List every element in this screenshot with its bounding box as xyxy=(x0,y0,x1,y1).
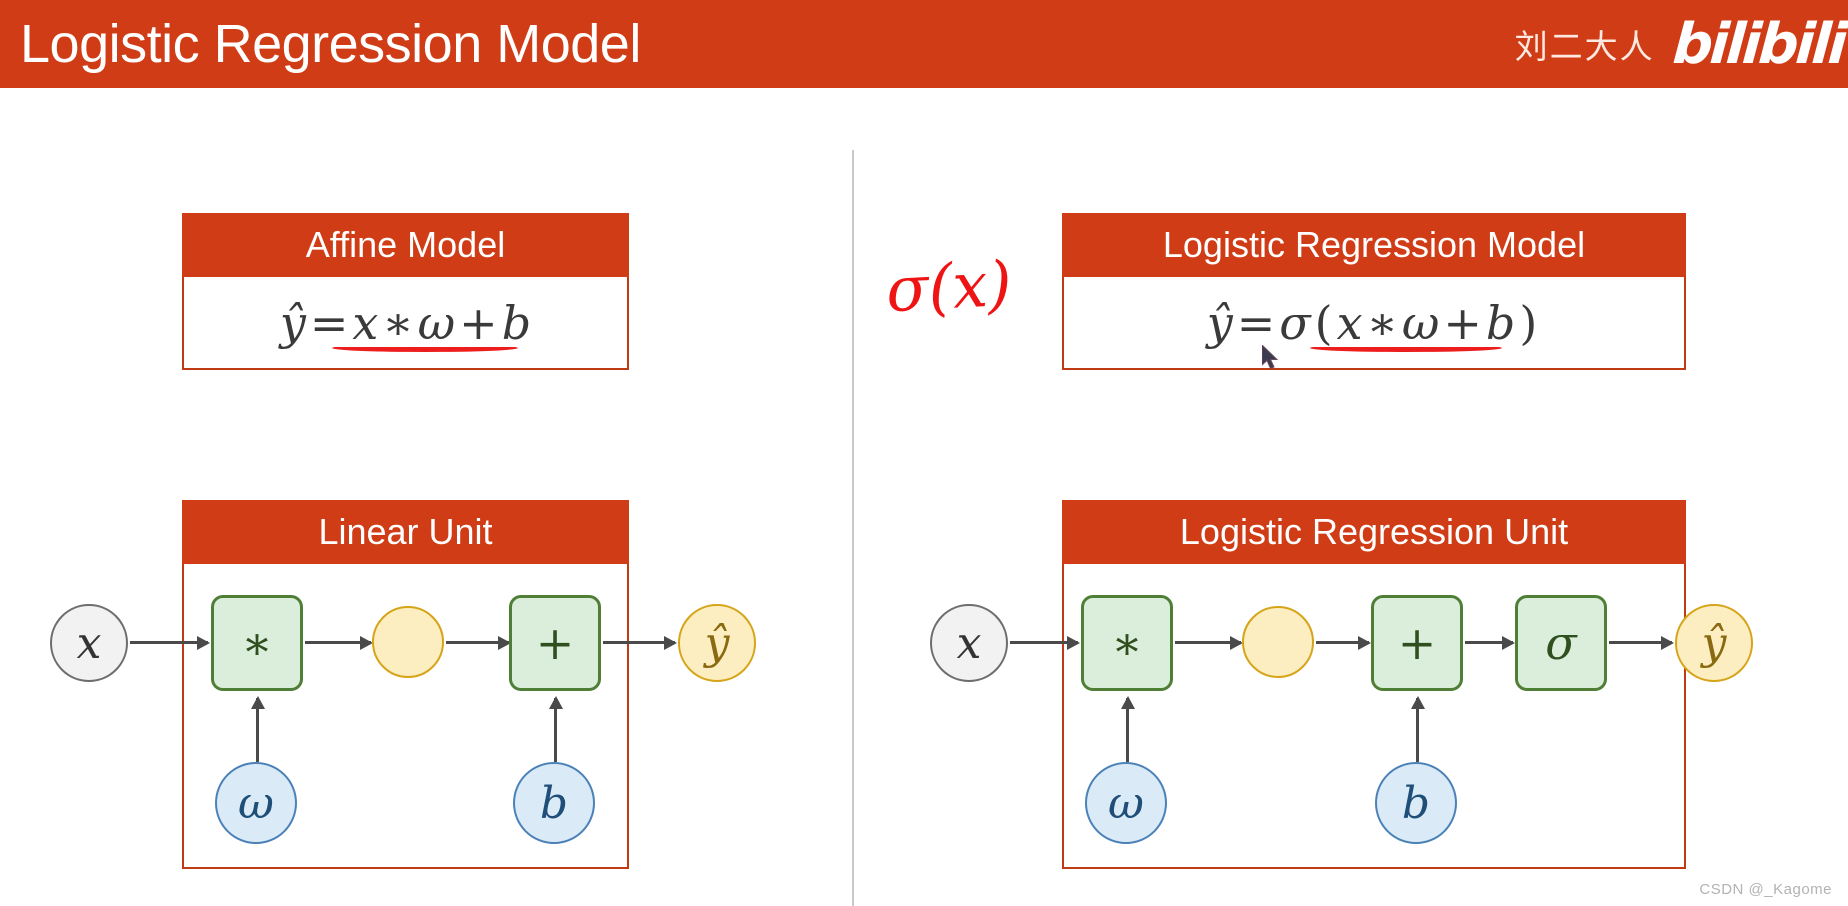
arrow-logistic-sigma-to-output xyxy=(1609,635,1674,650)
linear-output-label: ŷ xyxy=(704,617,730,669)
arrow-multiply-to-intermediate xyxy=(305,635,373,650)
logistic-output-node-yhat: ŷ xyxy=(1675,604,1753,682)
logistic-op-multiply-label: ∗ xyxy=(1111,616,1143,670)
linear-param-node-omega: ω xyxy=(215,762,297,844)
arrow-logistic-multiply-to-intermediate xyxy=(1175,635,1243,650)
affine-equation-red-underline xyxy=(332,344,518,352)
affine-model-body: ŷ = x ∗ ω + b xyxy=(182,277,629,370)
linear-op-plus: + xyxy=(509,595,601,691)
handwritten-sigma-annotation: σ(x) xyxy=(884,247,1013,326)
arrow-intermediate-to-plus xyxy=(446,635,511,650)
slide-header: Logistic Regression Model 刘二大人 bilibili xyxy=(0,0,1848,88)
affine-model-equation: ŷ = x ∗ ω + b xyxy=(184,277,627,368)
affine-eq-term-b: b xyxy=(501,295,532,350)
affine-eq-term-x: x xyxy=(352,295,379,350)
logistic-equation-red-underline xyxy=(1310,344,1502,352)
linear-op-multiply: ∗ xyxy=(211,595,303,691)
logistic-eq-lhs: ŷ xyxy=(1206,295,1233,350)
linear-intermediate-node xyxy=(372,606,444,678)
arrow-x-to-multiply xyxy=(130,635,210,650)
logistic-unit-title: Logistic Regression Unit xyxy=(1062,500,1686,564)
arrow-omega-to-multiply xyxy=(250,696,265,762)
logistic-eq-fn-sigma: σ xyxy=(1279,295,1311,350)
affine-model-title: Affine Model xyxy=(182,213,629,277)
affine-eq-lhs: ŷ xyxy=(279,295,306,350)
logistic-input-node-x: x xyxy=(930,604,1008,682)
logistic-eq-paren-open: ( xyxy=(1314,295,1333,350)
linear-param-omega-label: ω xyxy=(238,777,274,829)
logistic-param-b-label: b xyxy=(1401,777,1431,829)
linear-input-node-x: x xyxy=(50,604,128,682)
logistic-param-node-b: b xyxy=(1375,762,1457,844)
logistic-param-node-omega: ω xyxy=(1085,762,1167,844)
linear-op-multiply-label: ∗ xyxy=(241,616,273,670)
logistic-eq-term-omega: ω xyxy=(1401,295,1440,350)
logistic-model-equation: ŷ = σ ( x ∗ ω + b ) xyxy=(1064,277,1684,368)
affine-model-box: Affine Model ŷ = x ∗ ω + b xyxy=(182,213,629,370)
affine-eq-equals: = xyxy=(309,295,349,350)
arrow-logistic-plus-to-sigma xyxy=(1465,635,1515,650)
bilibili-logo: bilibili xyxy=(1670,11,1847,77)
linear-unit-title: Linear Unit xyxy=(182,500,629,564)
logistic-eq-term-plus: + xyxy=(1443,295,1482,350)
logistic-param-omega-label: ω xyxy=(1108,777,1144,829)
arrow-logistic-b-to-plus xyxy=(1410,696,1425,762)
arrow-plus-to-output xyxy=(603,635,677,650)
logistic-model-title: Logistic Regression Model xyxy=(1062,213,1686,277)
logistic-op-sigma-label: σ xyxy=(1545,616,1577,670)
affine-eq-term-omega: ω xyxy=(417,295,456,350)
page-title: Logistic Regression Model xyxy=(20,14,641,74)
mouse-cursor-icon xyxy=(1262,345,1279,370)
arrow-b-to-plus xyxy=(548,696,563,762)
logistic-eq-equals: = xyxy=(1236,295,1276,350)
logistic-output-label: ŷ xyxy=(1701,617,1727,669)
logistic-model-box: Logistic Regression Model ŷ = σ ( x ∗ ω … xyxy=(1062,213,1686,370)
csdn-watermark: CSDN @_Kagome xyxy=(1699,881,1832,898)
logistic-op-plus-label: + xyxy=(1397,616,1437,670)
logistic-op-multiply: ∗ xyxy=(1081,595,1173,691)
linear-output-node-yhat: ŷ xyxy=(678,604,756,682)
arrow-logistic-intermediate-to-plus xyxy=(1316,635,1371,650)
affine-eq-term-mul: ∗ xyxy=(382,295,414,350)
linear-input-label: x xyxy=(76,617,102,669)
arrow-logistic-omega-to-multiply xyxy=(1120,696,1135,762)
linear-param-node-b: b xyxy=(513,762,595,844)
logistic-eq-paren-close: ) xyxy=(1519,295,1538,350)
header-branding: 刘二大人 bilibili xyxy=(1515,12,1848,77)
linear-param-b-label: b xyxy=(539,777,569,829)
logistic-eq-term-mul: ∗ xyxy=(1366,295,1398,350)
logistic-input-label: x xyxy=(956,617,982,669)
linear-op-plus-label: + xyxy=(535,616,575,670)
panel-divider xyxy=(852,150,854,906)
logistic-eq-term-b: b xyxy=(1485,295,1516,350)
logistic-op-plus: + xyxy=(1371,595,1463,691)
logistic-op-sigma: σ xyxy=(1515,595,1607,691)
arrow-logistic-x-to-multiply xyxy=(1010,635,1080,650)
logistic-eq-term-x: x xyxy=(1336,295,1363,350)
channel-name: 刘二大人 xyxy=(1514,27,1655,66)
handwritten-sigma-text: σ(x) xyxy=(884,246,1014,327)
logistic-intermediate-node xyxy=(1242,606,1314,678)
logistic-model-body: ŷ = σ ( x ∗ ω + b ) xyxy=(1062,277,1686,370)
affine-eq-term-plus: + xyxy=(459,295,498,350)
